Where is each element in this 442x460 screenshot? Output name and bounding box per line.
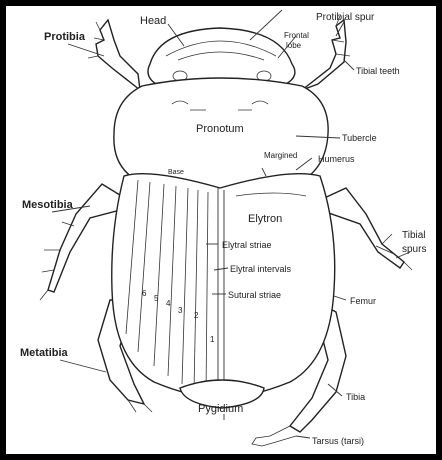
label-metatibia: Metatibia — [20, 347, 69, 359]
label-elytral-intervals: Elytral intervals — [230, 264, 292, 274]
stria-number-1: 1 — [210, 335, 215, 344]
stria-number-3: 3 — [178, 306, 183, 315]
label-tibial-spurs-line2: spurs — [402, 244, 426, 255]
label-margined: Margined — [264, 151, 297, 160]
label-frontal-lobe-line1: Frontal — [284, 31, 309, 40]
label-tibial-spurs-line1: Tibial — [402, 230, 426, 241]
label-head: Head — [140, 15, 166, 27]
stria-number-6: 6 — [142, 289, 147, 298]
label-sutural-striae: Sutural striae — [228, 290, 281, 300]
label-elytral-striae: Elytral striae — [222, 240, 272, 250]
beetle-illustration — [40, 16, 412, 446]
label-femur: Femur — [350, 296, 376, 306]
label-humerus: Humerus — [318, 154, 355, 164]
label-tarsus: Tarsus (tarsi) — [312, 436, 364, 446]
label-tibia: Tibia — [346, 392, 365, 402]
label-protibia: Protibia — [44, 31, 86, 43]
label-protibial-spur: Protibial spur — [316, 12, 375, 23]
label-elytron: Elytron — [248, 213, 282, 225]
stria-number-4: 4 — [166, 299, 171, 308]
label-tibial-teeth: Tibial teeth — [356, 66, 400, 76]
label-frontal-lobe-line2: lobe — [286, 41, 302, 50]
label-base: Base — [168, 169, 184, 176]
stria-number-5: 5 — [154, 294, 159, 303]
label-pronotum: Pronotum — [196, 123, 244, 135]
stria-number-2: 2 — [194, 311, 199, 320]
label-tubercle: Tubercle — [342, 133, 377, 143]
label-pygidium: Pygidium — [198, 403, 243, 415]
label-mesotibia: Mesotibia — [22, 199, 74, 211]
